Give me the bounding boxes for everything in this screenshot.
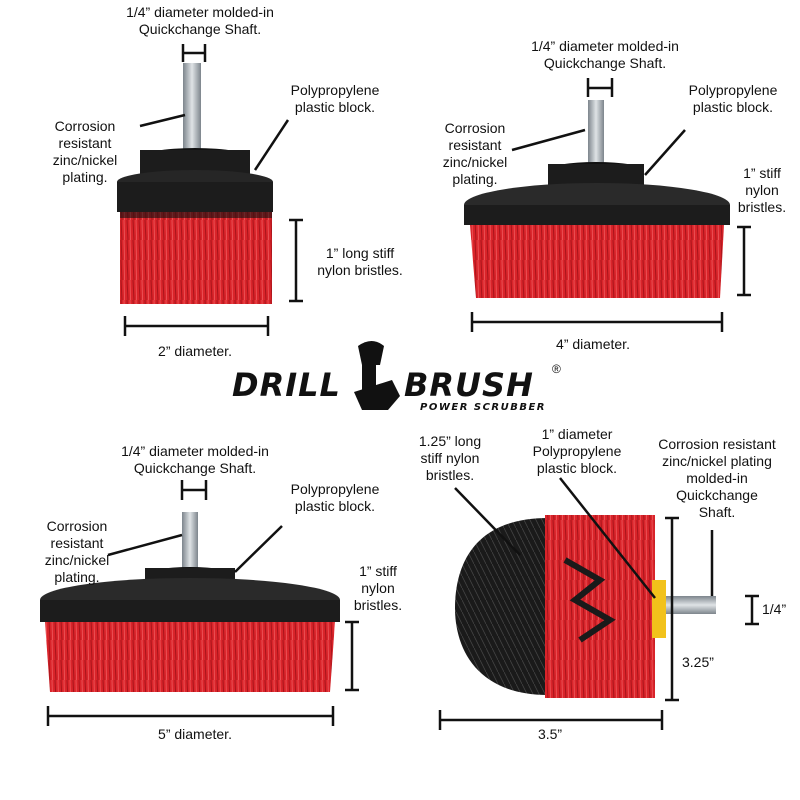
brush-cone-width-dim: 3.5” (537, 726, 563, 742)
brush-5in-bristle-label: 1” stiff nylon bristles. (353, 563, 403, 613)
brush-4in-illustration (464, 100, 730, 298)
brush-cone-shaft-label: Corrosion resistant zinc/nickel plating … (658, 436, 776, 520)
brush-cone-illustration (455, 515, 716, 698)
brush-5in-diameter-label: 5” diameter. (158, 726, 232, 742)
brush-2in-diameter-label: 2” diameter. (158, 343, 232, 359)
brush-5in-block-label: Polypropylene plastic block. (290, 481, 380, 514)
brush-cone-height-dim: 3.25” (682, 654, 714, 670)
brush-cone-block-label: 1” diameter Polypropylene plastic block. (532, 426, 622, 476)
brush-4in-block-label: Polypropylene plastic block. (688, 82, 778, 115)
brush-5in-shaft-label: 1/4” diameter molded-in Quickchange Shaf… (121, 443, 269, 476)
logo-tagline: POWER SCRUBBER (420, 402, 547, 413)
logo-word-brush: BRUSH (404, 366, 534, 404)
brush-2in-plating-label: Corrosion resistant zinc/nickel plating. (52, 118, 118, 185)
brush-4in-bristle-label: 1” stiff nylon bristles. (737, 165, 787, 215)
brush-5in-plating-label: Corrosion resistant zinc/nickel plating. (44, 518, 110, 585)
brush-4in-shaft-label: 1/4” diameter molded-in Quickchange Shaf… (531, 38, 679, 71)
brush-4in-diameter-label: 4” diameter. (556, 336, 630, 352)
brush-5in-illustration (40, 512, 340, 692)
logo-word-drill: DRILL (232, 366, 341, 404)
brush-4in-plating-label: Corrosion resistant zinc/nickel plating. (442, 120, 508, 187)
brush-2in-illustration (117, 63, 273, 304)
brush-cone-shaft-dim: 1/4” (762, 601, 787, 617)
brush-2in-block-label: Polypropylene plastic block. (290, 82, 380, 115)
brush-2in-shaft-label: 1/4” diameter molded-in Quickchange Shaf… (126, 4, 274, 37)
logo-mascot (354, 341, 400, 410)
brush-2in-bristle-label: 1” long stiff nylon bristles. (317, 245, 403, 278)
logo-registered-mark: ® (552, 362, 561, 376)
brush-cone-bristle-label: 1.25” long stiff nylon bristles. (418, 433, 482, 483)
